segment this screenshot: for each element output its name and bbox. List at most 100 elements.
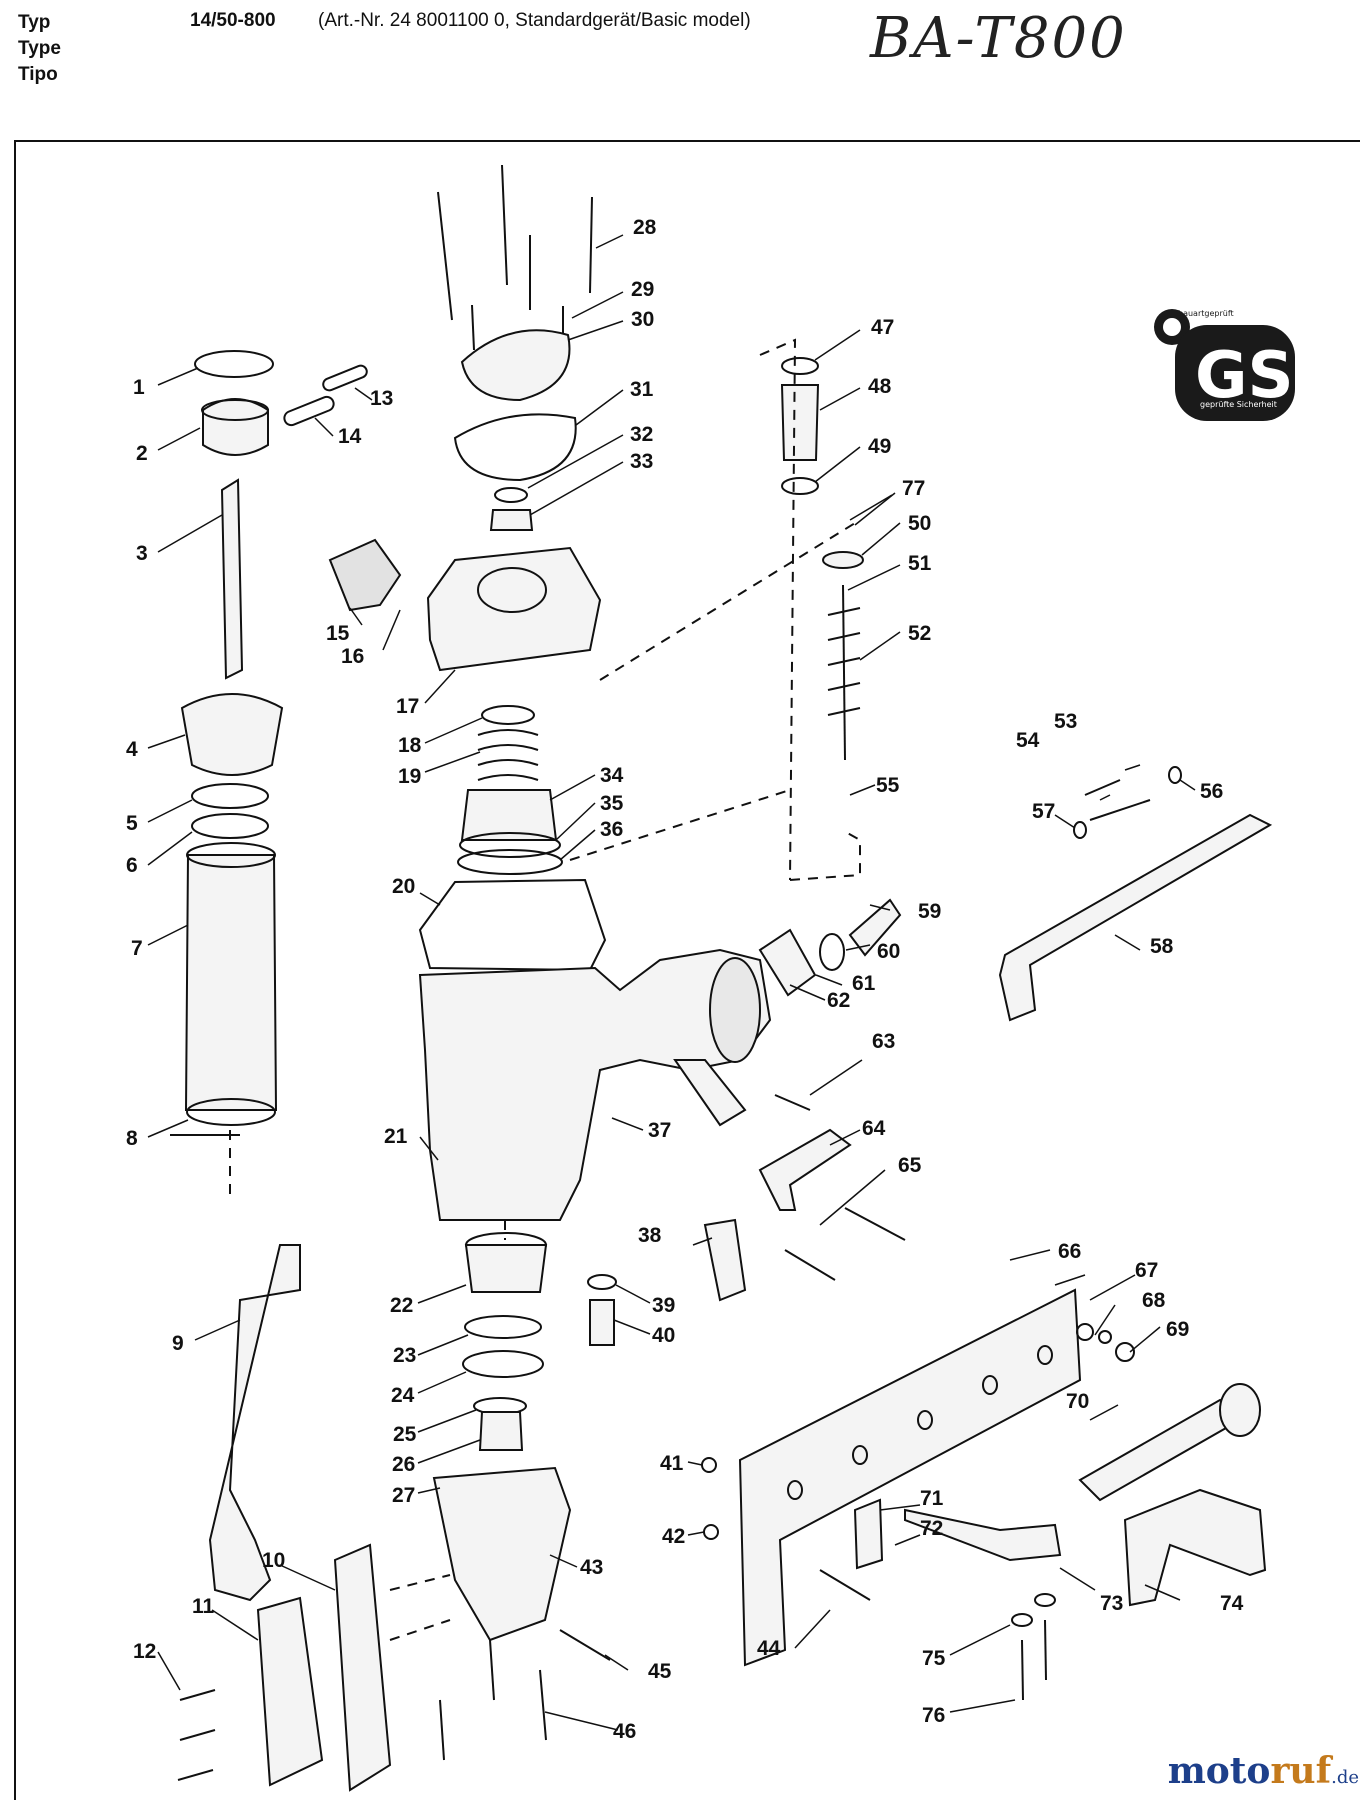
part-o-ring-47 <box>781 357 819 375</box>
part-spring-19 <box>477 729 539 781</box>
callout-77: 77 <box>902 477 925 500</box>
callout-21: 21 <box>384 1125 408 1148</box>
callout-13: 13 <box>370 387 393 410</box>
part-gasket-20 <box>418 878 607 972</box>
part-screw-12c <box>177 1769 214 1781</box>
callout-68: 68 <box>1142 1289 1166 1312</box>
part-pin-65b <box>784 1249 836 1281</box>
part-nut-66 <box>1076 1323 1094 1341</box>
part-o-ring-8 <box>186 1098 276 1126</box>
callout-52: 52 <box>908 622 931 645</box>
callout-63: 63 <box>872 1030 895 1053</box>
callout-15: 15 <box>326 622 350 645</box>
part-screw-e <box>471 304 475 351</box>
part-bush-50 <box>822 551 864 569</box>
part-latch-58 <box>998 813 1273 1022</box>
callout-60: 60 <box>877 940 900 963</box>
gs-badge-graphic: GS <box>1150 305 1302 427</box>
part-screw-46b <box>489 1639 495 1701</box>
callout-49: 49 <box>868 435 891 458</box>
part-handle-hook <box>673 1059 747 1127</box>
callout-30: 30 <box>631 308 654 331</box>
callout-7: 7 <box>131 937 143 960</box>
callout-71: 71 <box>920 1487 944 1510</box>
part-seal-32 <box>494 487 528 503</box>
callout-59: 59 <box>918 900 941 923</box>
callout-8: 8 <box>126 1127 138 1150</box>
part-ring-23 <box>464 1315 542 1339</box>
part-o-ring-39 <box>587 1274 617 1290</box>
callout-25: 25 <box>393 1423 417 1446</box>
callout-56: 56 <box>1200 780 1223 803</box>
callout-32: 32 <box>630 423 653 446</box>
callout-69: 69 <box>1166 1318 1189 1341</box>
assembly-line-cap <box>599 519 861 681</box>
part-screw-a <box>437 191 453 321</box>
part-gasket-31 <box>453 413 577 482</box>
magazine-hole-3 <box>917 1410 933 1430</box>
part-fitting-59 <box>848 898 902 957</box>
callout-23: 23 <box>393 1344 416 1367</box>
magazine-hole-2 <box>852 1445 868 1465</box>
part-screw-12b <box>179 1729 216 1741</box>
callout-51: 51 <box>908 552 932 575</box>
callout-73: 73 <box>1100 1592 1123 1615</box>
callout-2: 2 <box>136 442 148 465</box>
part-washer-75b <box>1034 1593 1056 1607</box>
part-plate-11 <box>256 1596 324 1787</box>
model-number: 14/50-800 <box>190 10 276 31</box>
callout-70: 70 <box>1066 1390 1089 1413</box>
callout-10: 10 <box>262 1549 285 1572</box>
gs-certification-badge: GS geprüfte Sicherheit bauartgeprüft <box>1150 305 1302 427</box>
part-fitting-62 <box>758 928 817 997</box>
part-plate-71 <box>853 1498 884 1570</box>
part-pusher-73 <box>904 1508 1062 1562</box>
callout-22: 22 <box>390 1294 413 1317</box>
watermark: motoruf.de <box>1168 1750 1359 1792</box>
assembly-line-nose <box>389 1574 451 1641</box>
part-piston-top <box>201 399 269 421</box>
callout-14: 14 <box>338 425 362 448</box>
type-label-it: Tipo <box>18 64 58 85</box>
part-screw-46a <box>439 1699 445 1761</box>
callout-12: 12 <box>133 1640 156 1663</box>
part-screw-76a <box>1021 1639 1024 1701</box>
callout-26: 26 <box>392 1453 415 1476</box>
callout-50: 50 <box>908 512 931 535</box>
part-nut-41 <box>701 1457 717 1473</box>
callout-27: 27 <box>392 1484 415 1507</box>
part-top-cap-bore <box>477 567 547 613</box>
callout-11: 11 <box>192 1595 215 1618</box>
parts-drawing <box>170 164 1273 1792</box>
gs-badge-dot-inner <box>1163 318 1181 336</box>
handwritten-model: BA-T800 <box>870 6 1127 71</box>
part-cylinder <box>184 854 278 1111</box>
callout-74: 74 <box>1220 1592 1244 1615</box>
part-o-ring-49 <box>781 477 819 495</box>
callout-41: 41 <box>660 1452 684 1475</box>
callout-28: 28 <box>633 216 657 239</box>
part-screw-b <box>501 164 508 286</box>
part-o-ring-60 <box>819 933 845 971</box>
type-label-de: Typ <box>18 12 51 33</box>
part-pin-45 <box>559 1629 611 1661</box>
callout-66: 66 <box>1058 1240 1081 1263</box>
callout-6: 6 <box>126 854 138 877</box>
callout-39: 39 <box>652 1294 675 1317</box>
callout-16: 16 <box>341 645 364 668</box>
gs-badge-body <box>1175 325 1295 421</box>
magazine-hole-4 <box>982 1375 998 1395</box>
part-spring-70 <box>1078 1398 1242 1502</box>
callout-48: 48 <box>868 375 892 398</box>
callout-43: 43 <box>580 1556 603 1579</box>
part-valve-40 <box>589 1299 615 1346</box>
part-washer-75a <box>1011 1613 1033 1627</box>
part-screw-69 <box>1115 1342 1135 1362</box>
assembly-line-head <box>569 789 791 861</box>
assembly-line-valve-b <box>789 829 861 881</box>
watermark-part-2: ruf <box>1270 1750 1332 1792</box>
part-spring-coil-70 <box>1219 1383 1261 1437</box>
type-labels: Typ Type Tipo <box>18 10 61 88</box>
drawing-frame <box>14 140 1360 1800</box>
part-spring-52 <box>827 607 861 716</box>
